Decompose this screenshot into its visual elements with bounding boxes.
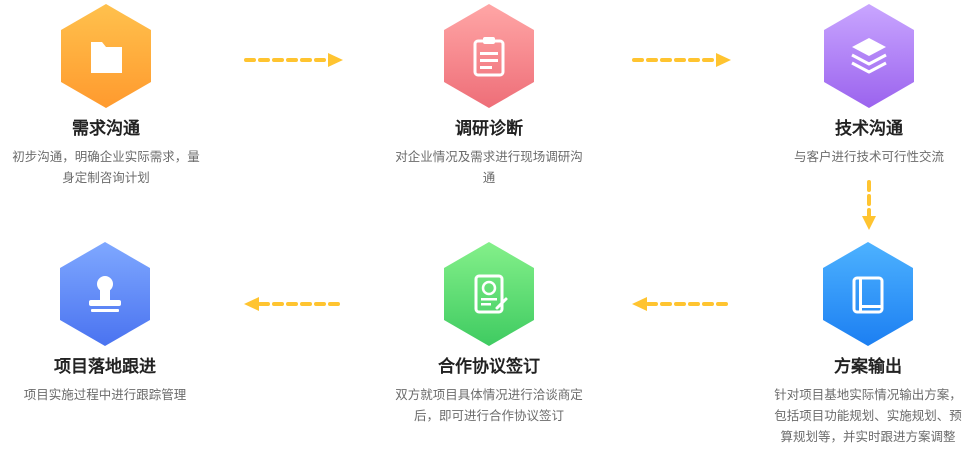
step-research-diagnosis: 调研诊断 对企业情况及需求进行现场调研沟 通 <box>380 4 598 188</box>
arrow-down-icon <box>862 180 876 230</box>
step-description: 项目实施过程中进行跟踪管理 <box>0 384 210 405</box>
desc-line: 通 <box>482 170 496 185</box>
step-title: 技术沟通 <box>835 119 903 139</box>
folder-icon <box>61 4 151 108</box>
desc-line: 对企业情况及需求进行现场调研沟 <box>395 149 583 164</box>
arrow-left-icon <box>632 297 732 311</box>
step-description: 初步沟通，明确企业实际需求，量 身定制咨询计划 <box>0 146 212 188</box>
step-agreement-signing: 合作协议签订 双方就项目具体情况进行洽谈商定 后，即可进行合作协议签订 <box>380 242 598 426</box>
book-icon <box>823 242 913 346</box>
stamp-icon <box>60 242 150 346</box>
desc-line: 与客户进行技术可行性交流 <box>793 149 944 164</box>
clipboard-icon <box>444 4 534 108</box>
desc-line: 身定制咨询计划 <box>62 170 150 185</box>
step-requirement-communication: 需求沟通 初步沟通，明确企业实际需求，量 身定制咨询计划 <box>0 4 212 188</box>
arrow-left-icon <box>244 297 344 311</box>
step-description: 与客户进行技术可行性交流 <box>774 146 964 167</box>
desc-line: 项目实施过程中进行跟踪管理 <box>23 387 187 402</box>
step-title: 方案输出 <box>834 357 902 377</box>
step-solution-output: 方案输出 针对项目基地实际情况输出方案， 包括项目功能规划、实施规划、预 算规划… <box>762 242 974 447</box>
step-description: 针对项目基地实际情况输出方案， 包括项目功能规划、实施规划、预 算规划等，并实时… <box>762 384 974 447</box>
step-project-follow-up: 项目落地跟进 项目实施过程中进行跟踪管理 <box>0 242 210 405</box>
step-description: 双方就项目具体情况进行洽谈商定 后，即可进行合作协议签订 <box>380 384 598 426</box>
step-title: 项目落地跟进 <box>54 357 156 377</box>
desc-line: 包括项目功能规划、实施规划、预 <box>774 408 962 423</box>
layers-icon <box>824 4 914 108</box>
desc-line: 后，即可进行合作协议签订 <box>413 408 564 423</box>
arrow-right-icon <box>632 53 731 67</box>
step-title: 合作协议签订 <box>438 357 540 377</box>
step-title: 调研诊断 <box>455 119 523 139</box>
desc-line: 双方就项目具体情况进行洽谈商定 <box>395 387 583 402</box>
desc-line: 算规划等，并实时跟进方案调整 <box>780 429 956 444</box>
certificate-icon <box>444 242 534 346</box>
step-description: 对企业情况及需求进行现场调研沟 通 <box>380 146 598 188</box>
desc-line: 初步沟通，明确企业实际需求，量 <box>12 149 200 164</box>
step-technical-communication: 技术沟通 与客户进行技术可行性交流 <box>774 4 964 167</box>
arrow-right-icon <box>244 53 343 67</box>
desc-line: 针对项目基地实际情况输出方案， <box>774 387 962 402</box>
step-title: 需求沟通 <box>72 119 140 139</box>
